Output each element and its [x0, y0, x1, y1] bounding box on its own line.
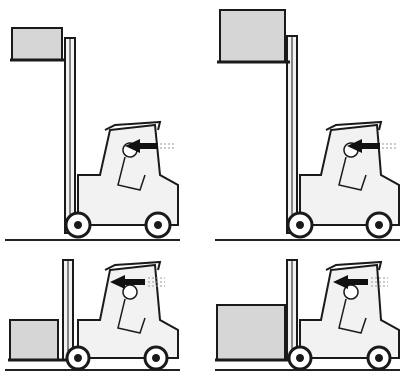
forklift-icon: [5, 27, 180, 241]
forklift-body: [299, 123, 400, 226]
forklift-icon: [5, 259, 180, 371]
cab-roof: [325, 120, 383, 131]
operator-body: [338, 298, 367, 334]
operator-body: [117, 156, 146, 191]
forklift-illustration-low-large: [205, 250, 410, 374]
cab-roof: [104, 260, 162, 271]
forklift-body: [77, 123, 179, 226]
direction-arrow-icon: [125, 139, 158, 153]
forklift-illustration-high-large: [205, 0, 410, 245]
forklift-icon: [215, 9, 400, 241]
direction-arrow-icon: [110, 275, 145, 289]
cab-roof: [325, 260, 383, 271]
operator-body: [338, 156, 367, 191]
direction-arrow-icon: [347, 139, 380, 153]
forklift-illustration-high-small: [0, 0, 205, 245]
direction-arrow-icon: [333, 275, 368, 289]
forklift-body: [77, 263, 179, 359]
load-box-icon: [11, 27, 63, 61]
forklift-icon: [215, 259, 400, 371]
load-box-icon: [219, 9, 286, 63]
load-box-icon: [9, 319, 59, 361]
operator-figure-icon: [122, 284, 138, 300]
forklift-illustration-low-small: [0, 250, 205, 374]
forklift-body: [299, 263, 400, 359]
cab-roof: [104, 120, 162, 131]
load-box-icon: [216, 304, 286, 361]
operator-body: [117, 298, 146, 334]
